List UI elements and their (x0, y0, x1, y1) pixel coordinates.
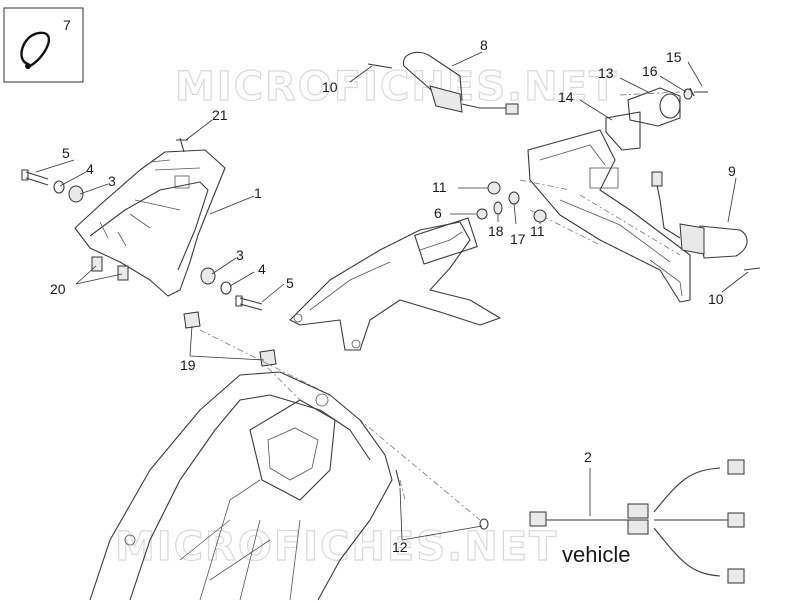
screw-15 (689, 87, 708, 97)
harness-caption: vehicle (562, 542, 630, 567)
nut-11-lower (533, 209, 547, 223)
screw-10-top (367, 63, 393, 69)
callout-16: 16 (642, 63, 658, 79)
pins-left (91, 256, 129, 281)
callout-11-lower: 11 (530, 223, 545, 239)
callout-9: 9 (728, 163, 736, 179)
screw-12a (395, 469, 401, 487)
cable-loop-icon (20, 31, 51, 69)
callout-18: 18 (488, 223, 504, 239)
screw-10-right (743, 267, 761, 271)
callout-14: 14 (558, 89, 574, 105)
callout-5-lower: 5 (286, 275, 294, 291)
callout-4-lower: 4 (258, 261, 266, 277)
bolt-right-bottom (235, 295, 263, 311)
watermark-top: MICROFICHES.NET (175, 64, 618, 110)
clip-upper (183, 311, 201, 329)
rear-subframe (89, 371, 393, 601)
callout-4-upper: 4 (86, 161, 94, 177)
washer-17 (508, 191, 520, 205)
grommet-right-bottom (200, 267, 216, 285)
header-box: 7 (3, 7, 84, 83)
washer-left-top (53, 180, 65, 194)
callout-5-upper: 5 (62, 145, 70, 161)
wiring-harness: 2 vehicle (529, 449, 745, 584)
callout-15: 15 (666, 49, 682, 65)
callout-19: 19 (180, 357, 196, 373)
callout-17: 17 (510, 231, 526, 247)
license-light (627, 87, 681, 127)
callout-11-upper: 11 (432, 179, 447, 195)
callout-12: 12 (392, 539, 408, 555)
turn-signal-bracket (527, 129, 691, 303)
callout-3-lower: 3 (236, 247, 244, 263)
washer-16 (683, 88, 693, 100)
callout-13: 13 (598, 65, 614, 81)
nut-6 (476, 208, 488, 220)
callout-10-right: 10 (708, 291, 724, 307)
license-plate-holder (289, 217, 501, 351)
screw-12b (479, 518, 489, 530)
rear-light-housing (74, 149, 226, 297)
callout-21: 21 (212, 107, 228, 123)
callout-3-upper: 3 (108, 173, 116, 189)
turn-signal-right (651, 171, 748, 259)
header-ref-number: 7 (63, 17, 71, 33)
callout-numbers: 5 4 3 21 1 3 4 5 20 19 12 10 8 13 14 16 … (50, 37, 736, 555)
bolt-left-top (21, 169, 49, 186)
callout-6: 6 (434, 205, 442, 221)
watermark-bottom: MICROFICHES.NET (115, 524, 558, 570)
turn-signal-left (402, 51, 519, 115)
washer-right-bottom (220, 281, 232, 295)
callout-20: 20 (50, 281, 66, 297)
nut-11-upper (487, 181, 501, 195)
grommet-left-top (68, 185, 84, 203)
callout-8: 8 (480, 37, 488, 53)
callout-1: 1 (254, 185, 262, 201)
bushing-18 (493, 201, 503, 215)
callout-10-top: 10 (322, 79, 338, 95)
license-light-plate (605, 111, 641, 151)
harness-ref-number: 2 (584, 449, 592, 465)
leader-lines (35, 51, 749, 541)
